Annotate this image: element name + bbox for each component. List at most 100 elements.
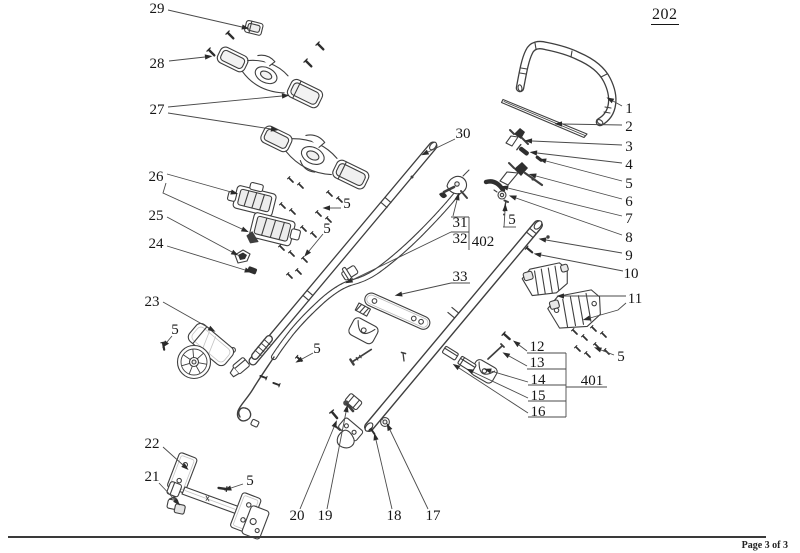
- callout-label-24: 24: [149, 236, 165, 252]
- part-24-clip: [247, 266, 258, 275]
- part-15-channel: [457, 356, 477, 373]
- arrowhead-29: [241, 24, 250, 30]
- arrowhead-9: [538, 237, 547, 243]
- arrowhead-7: [500, 185, 509, 191]
- part-14-clamp: [470, 359, 498, 384]
- footer-rule: [8, 536, 766, 539]
- callout-label-14: 14: [531, 372, 547, 388]
- leader-line-15-1: [472, 371, 529, 399]
- callout-label-4: 4: [625, 157, 633, 173]
- callout-label-18: 18: [387, 508, 402, 524]
- arrowhead-26-1: [240, 226, 249, 233]
- arrowhead-5-right: [538, 158, 547, 164]
- leader-line-11-1: [589, 302, 627, 319]
- callout-label-21: 21: [145, 469, 160, 485]
- leader-line-26: [166, 173, 232, 193]
- callout-label-7: 7: [625, 211, 633, 227]
- leader-lines-layer: [158, 9, 627, 510]
- callout-label-28: 28: [150, 56, 165, 72]
- leader-line-5-cluster: [600, 349, 615, 356]
- arrowhead-22: [181, 463, 189, 471]
- leader-line-5-mid-c: [301, 352, 314, 360]
- leader-line-5-pin-1: [503, 210, 506, 228]
- part-402-lower-tube: [364, 220, 543, 432]
- callout-label-19: 19: [318, 508, 333, 524]
- lower-tube-clamp: [333, 393, 364, 449]
- harness-screws: [258, 354, 304, 388]
- arrowhead-19: [343, 404, 349, 413]
- part-pin-small: [400, 351, 407, 362]
- part-22-lower-bracket-assembly: [166, 452, 270, 540]
- leader-line-25: [166, 216, 233, 253]
- callout-label-23: 23: [145, 294, 160, 310]
- arrowhead-5-mid-c: [295, 356, 304, 363]
- part-25-bracket: [234, 249, 251, 264]
- callout-label-16: 16: [531, 404, 547, 420]
- bar-screw: [217, 484, 229, 493]
- arrowhead-17: [386, 423, 393, 432]
- leader-line-31: [452, 199, 458, 217]
- part-6-lever: [499, 162, 544, 187]
- part-31-32-cable: [236, 169, 470, 428]
- arrowhead-30: [421, 149, 430, 156]
- arrowhead-10: [533, 252, 542, 258]
- leader-line-4: [536, 152, 623, 164]
- callout-label-13: 13: [530, 355, 545, 371]
- leader-line-19: [326, 411, 347, 510]
- arrowhead-5-mid-b: [304, 249, 312, 257]
- callout-label-32: 32: [453, 231, 468, 247]
- part-30-upper-tube: [229, 141, 438, 378]
- callout-label-9: 9: [625, 248, 633, 264]
- arrowhead-11: [556, 293, 564, 299]
- callout-label-22: 22: [145, 436, 160, 452]
- part-4-screw: [516, 143, 529, 156]
- part-2-torsion-bar: [500, 98, 588, 139]
- callout-label-5-lower-bar: 5: [246, 473, 254, 489]
- part-26-housing-b: [246, 212, 301, 247]
- leader-line-32: [351, 231, 452, 281]
- callout-label-8: 8: [625, 230, 633, 246]
- callout-label-402: 402: [472, 234, 495, 250]
- page-footer: Page 3 of 3: [741, 540, 788, 551]
- part-12-screw: [500, 330, 513, 342]
- leader-line-30: [427, 138, 456, 153]
- leader-line-29: [167, 9, 243, 28]
- leader-line-2: [561, 123, 623, 126]
- leader-line-20: [299, 426, 335, 510]
- part-7-clip: [483, 179, 506, 193]
- callout-label-401: 401: [581, 373, 604, 389]
- callout-label-5-pin: 5: [508, 212, 516, 228]
- leader-line-33-1: [401, 282, 452, 295]
- leader-line-18: [375, 439, 393, 510]
- arrowhead-8: [508, 195, 517, 201]
- arrowhead-27-1: [270, 126, 279, 132]
- leader-line-8: [515, 197, 623, 236]
- fastener-cluster-right: [570, 324, 612, 360]
- part-16-channel: [442, 346, 459, 361]
- part-13-rod: [487, 343, 505, 360]
- part-19-bolt: [343, 400, 355, 413]
- arrowhead-33-1: [394, 291, 403, 297]
- arrowhead-5-wheel: [162, 340, 169, 348]
- arrowhead-24: [244, 267, 253, 273]
- callout-label-6: 6: [625, 194, 633, 210]
- arrowhead-28: [204, 54, 213, 60]
- callout-label-25: 25: [149, 208, 164, 224]
- callout-label-3: 3: [625, 139, 633, 155]
- callout-label-27: 27: [150, 102, 166, 118]
- leader-line-13-1: [508, 355, 528, 367]
- leader-line-7: [507, 187, 623, 217]
- part-20-screw: [328, 408, 341, 421]
- callout-label-1: 1: [625, 101, 633, 117]
- arrowhead-5-cluster: [593, 347, 602, 353]
- part-31-cable-bracket: [439, 169, 470, 199]
- leader-line-9: [545, 239, 623, 254]
- arrowhead-25: [230, 249, 239, 256]
- arrowhead-20: [331, 420, 337, 428]
- arrowhead-21: [173, 498, 181, 506]
- leader-line-28: [168, 56, 206, 62]
- callout-label-20: 20: [290, 508, 305, 524]
- callout-label-2: 2: [625, 119, 633, 135]
